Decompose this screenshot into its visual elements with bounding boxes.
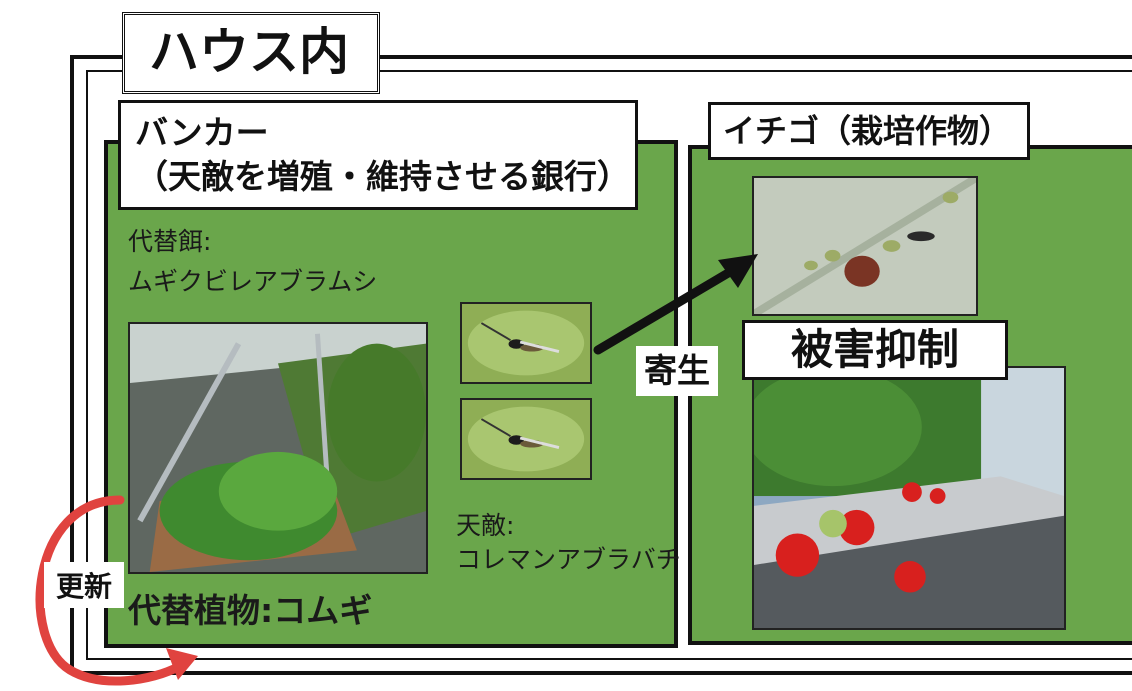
aphid-leaf-photo bbox=[752, 176, 978, 316]
house-inner-frame bbox=[86, 70, 1132, 660]
alt-plant-label: 代替植物:コムギ bbox=[128, 591, 373, 630]
strawberry-greenhouse-photo bbox=[752, 366, 1066, 630]
banker-title-line2: （天敵を増殖・維持させる銀行） bbox=[135, 157, 630, 196]
banker-title-line1: バンカー bbox=[135, 113, 269, 152]
banker-title: バンカー （天敵を増殖・維持させる銀行） bbox=[118, 100, 638, 210]
alt-food-value: ムギクビレアブラムシ bbox=[128, 267, 378, 296]
renewal-label: 更新 bbox=[44, 562, 124, 608]
wheat-banker-photo bbox=[128, 322, 428, 574]
house-frame bbox=[70, 55, 1132, 675]
enemy-value: コレマンアブラバチ bbox=[456, 545, 681, 574]
parasitism-arrow bbox=[593, 254, 758, 355]
parasitism-label: 寄生 bbox=[636, 346, 718, 396]
enemy-label: 天敵: bbox=[456, 511, 515, 540]
strawberry-title: イチゴ（栽培作物） bbox=[708, 102, 1030, 160]
house-title: ハウス内 bbox=[122, 12, 380, 94]
damage-suppression-label: 被害抑制 bbox=[742, 320, 1008, 380]
alt-food-label: 代替餌: bbox=[128, 227, 212, 256]
wasp-photo-1 bbox=[460, 302, 592, 384]
wasp-photo-2 bbox=[460, 398, 592, 480]
renewal-arrow bbox=[35, 495, 198, 686]
